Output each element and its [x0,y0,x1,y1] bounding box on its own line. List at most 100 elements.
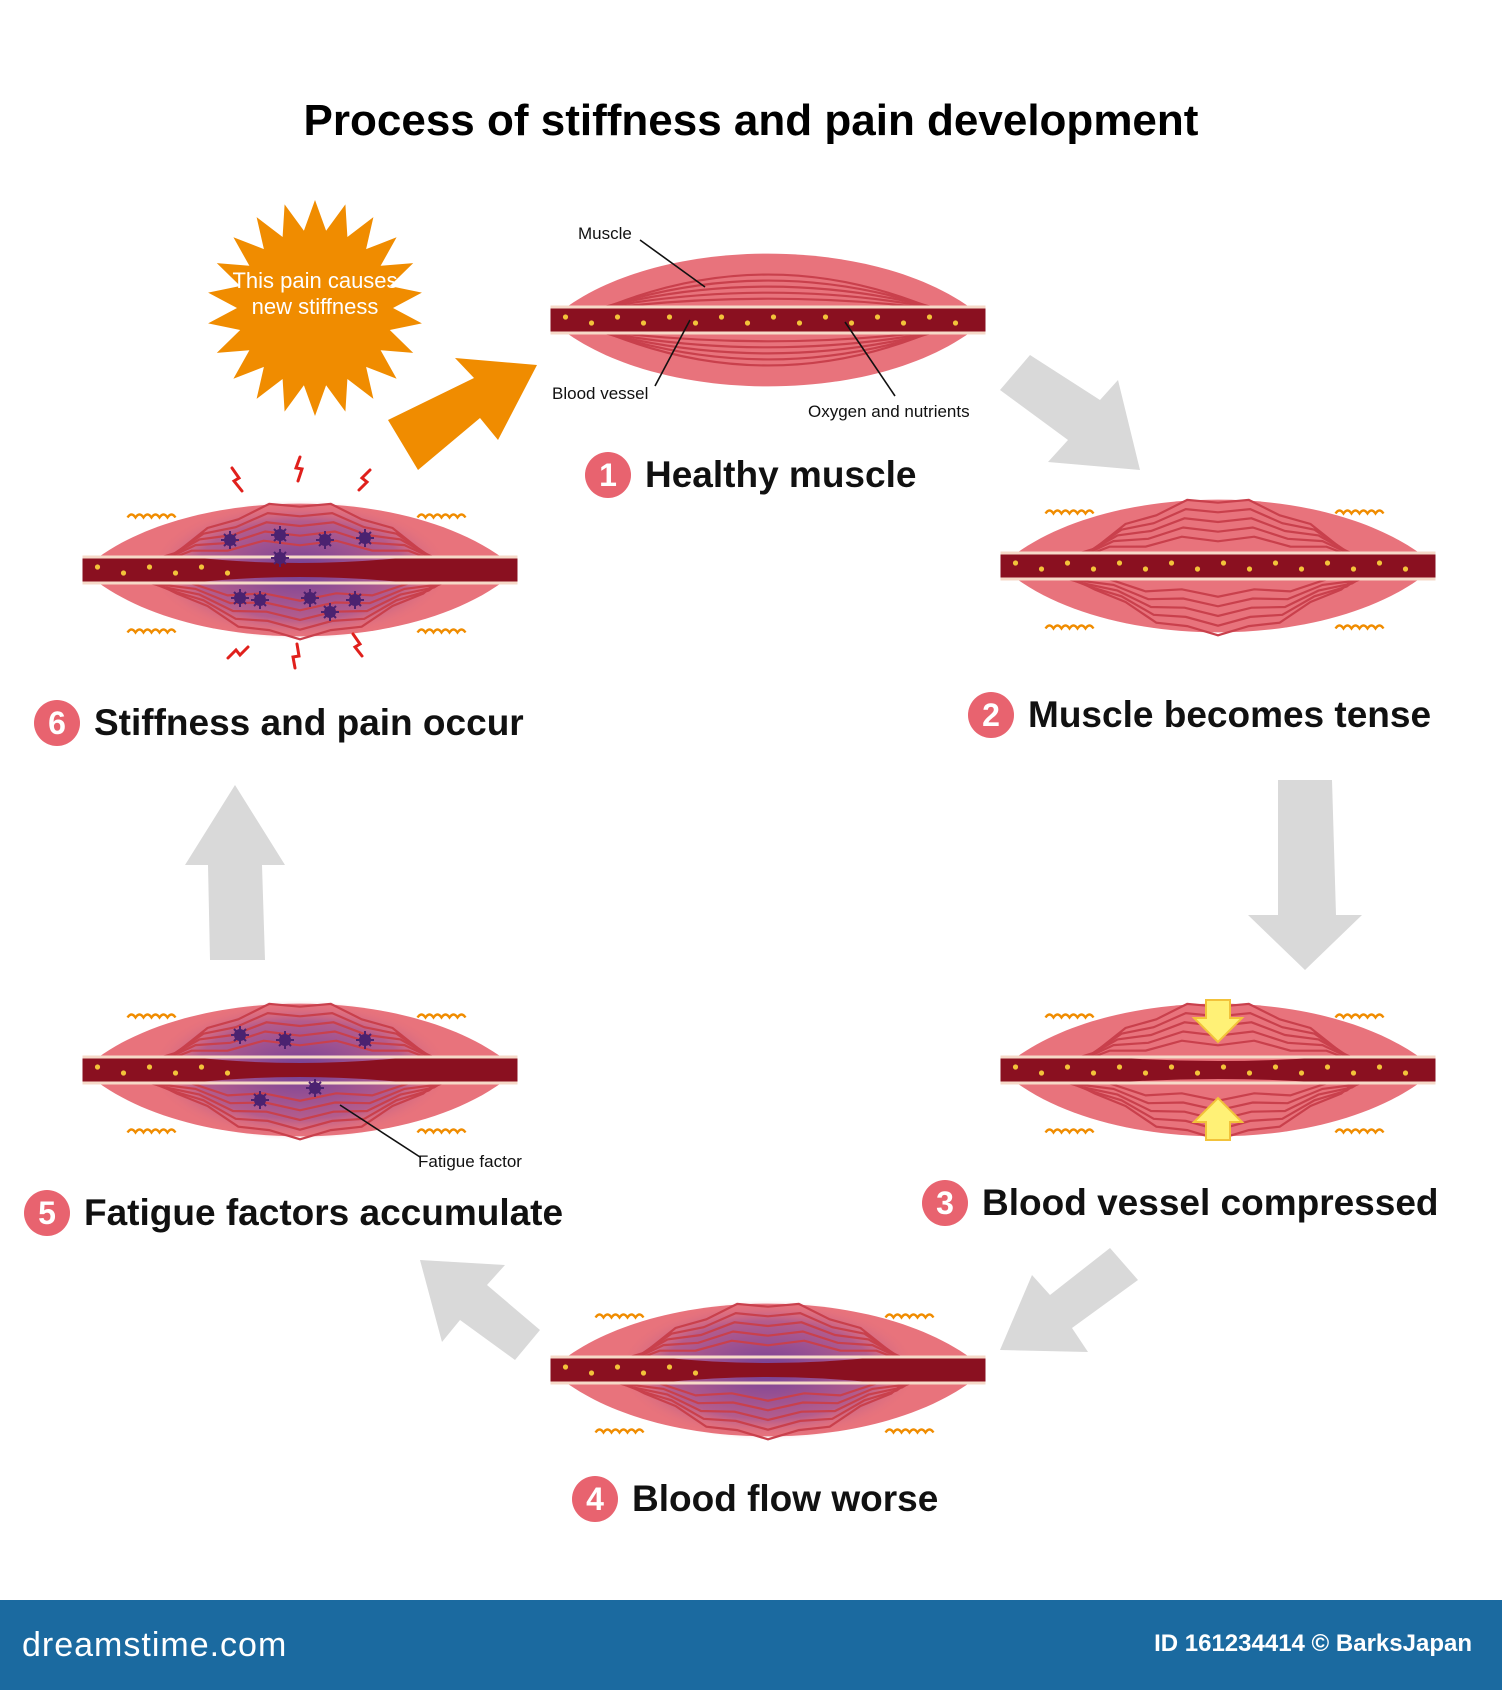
tension-squiggle [1044,624,1095,631]
muscle-fiber [590,326,946,361]
muscle-fiber [132,1066,469,1122]
nutrient-dot [94,1064,101,1070]
nutrient-dot [198,1064,205,1070]
nutrient-dot [120,1070,127,1076]
step-number-badge: 5 [24,1190,70,1236]
blood-vessel [550,1357,986,1383]
muscle-fiber [613,1302,923,1368]
footer-brand[interactable]: dreamstime.com [22,1626,288,1664]
pointer-lines [339,239,896,1158]
nutrient-dot [1402,566,1409,572]
pain-burst-icon [208,200,422,416]
nutrient-dot [94,564,101,570]
tension-squiggle [416,1128,467,1135]
muscle-fiber [119,1039,481,1069]
muscle-fiber [580,326,956,349]
arrow-1-to-2 [1000,355,1140,470]
page-title: Process of stiffness and pain developmen… [303,96,1199,145]
muscle-fiber [580,291,956,314]
muscle-compressed [1000,999,1436,1141]
muscle-fiber [1037,535,1399,565]
nutrient-dot [1012,1064,1019,1070]
nutrient-dot [1298,566,1305,572]
muscle-fiber [585,285,951,314]
tension-squiggle [1044,509,1095,516]
nutrient-dot [614,1364,621,1370]
nutrient-dot [1246,566,1253,572]
step-text: Blood vessel compressed [982,1182,1439,1223]
nutrient-dot [1376,1064,1383,1070]
tension-squiggle [416,628,467,635]
nutrient-dot [1220,560,1227,566]
step-number-badge: 2 [968,692,1014,738]
nutrient-dot [1220,1064,1227,1070]
nutrient-dot [744,320,751,326]
nutrient-dot [666,1364,673,1370]
nutrient-dot [224,570,231,576]
nutrient-dot [1142,1070,1149,1076]
tension-squiggle [1334,509,1385,516]
tension-squiggle [126,1128,177,1135]
nutrient-dot [1402,1070,1409,1076]
nutrient-dot [614,314,621,320]
muscle-fiber [125,1030,475,1069]
nutrient-dot [822,314,829,320]
step-6-label: 6 Stiffness and pain occur [34,700,524,746]
muscle-fiber [1050,562,1387,618]
muscle-fiber [600,1321,936,1369]
nutrient-dot [562,1364,569,1370]
step-3-label: 3 Blood vessel compressed [922,1180,1439,1226]
step-text: Muscle becomes tense [1028,694,1432,735]
oxygen-label: Oxygen and nutrients [808,402,970,421]
nutrient-dot [1116,560,1123,566]
muscle-fiber [587,1339,949,1369]
nutrient-dot [1246,1070,1253,1076]
nutrient-dot [198,564,205,570]
nutrient-dot [1272,560,1279,566]
muscle-fiber [1050,517,1386,565]
muscle-fiber [125,1066,475,1112]
nutrient-dot [172,570,179,576]
footer-bar: dreamstime.com ID 161234414 © BarksJapan [0,1600,1502,1690]
tension-squiggle [1334,624,1385,631]
muscle-fiber [138,1066,462,1131]
step-number-badge: 3 [922,1180,968,1226]
nutrient-dot [874,314,881,320]
muscle-fiber [613,1366,923,1441]
nutrient-dot [952,320,959,326]
nutrient-dot [1194,566,1201,572]
nutrient-dot [1376,560,1383,566]
step-text: Stiffness and pain occur [94,702,524,743]
muscle-fiber [585,326,951,355]
nutrient-dot [146,564,153,570]
muscle-fiber [145,566,455,641]
step-1-label: 1 Healthy muscle [585,452,916,498]
nutrient-dot [588,320,595,326]
muscle-fiber [590,279,946,314]
nutrient-dot [796,320,803,326]
nutrient-dot [692,320,699,326]
nutrient-dot [718,314,725,320]
nutrient-dot [146,1064,153,1070]
step-number-badge: 6 [34,700,80,746]
nutrient-dot [1090,1070,1097,1076]
muscle-fiber [593,1366,943,1412]
nutrient-dot [1272,1064,1279,1070]
step-text: Healthy muscle [645,454,917,495]
nutrient-dot [1350,566,1357,572]
muscle-fiber [1043,526,1393,565]
muscle-fiber [119,539,481,569]
muscle-poor-flow [550,1300,986,1441]
fatigue-factor-label: Fatigue factor [418,1152,522,1171]
tension-squiggle [1334,1128,1385,1135]
nutrient-dot [562,314,569,320]
nutrient-dot [1168,1064,1175,1070]
nutrient-dot [1116,1064,1123,1070]
muscle-fiber [132,566,469,622]
muscle-healthy [550,253,986,387]
muscle-label: Muscle [578,224,632,243]
nutrient-dot [1142,566,1149,572]
nutrient-dot [770,314,777,320]
muscle-fiber [145,502,455,568]
nutrient-dot [1324,1064,1331,1070]
